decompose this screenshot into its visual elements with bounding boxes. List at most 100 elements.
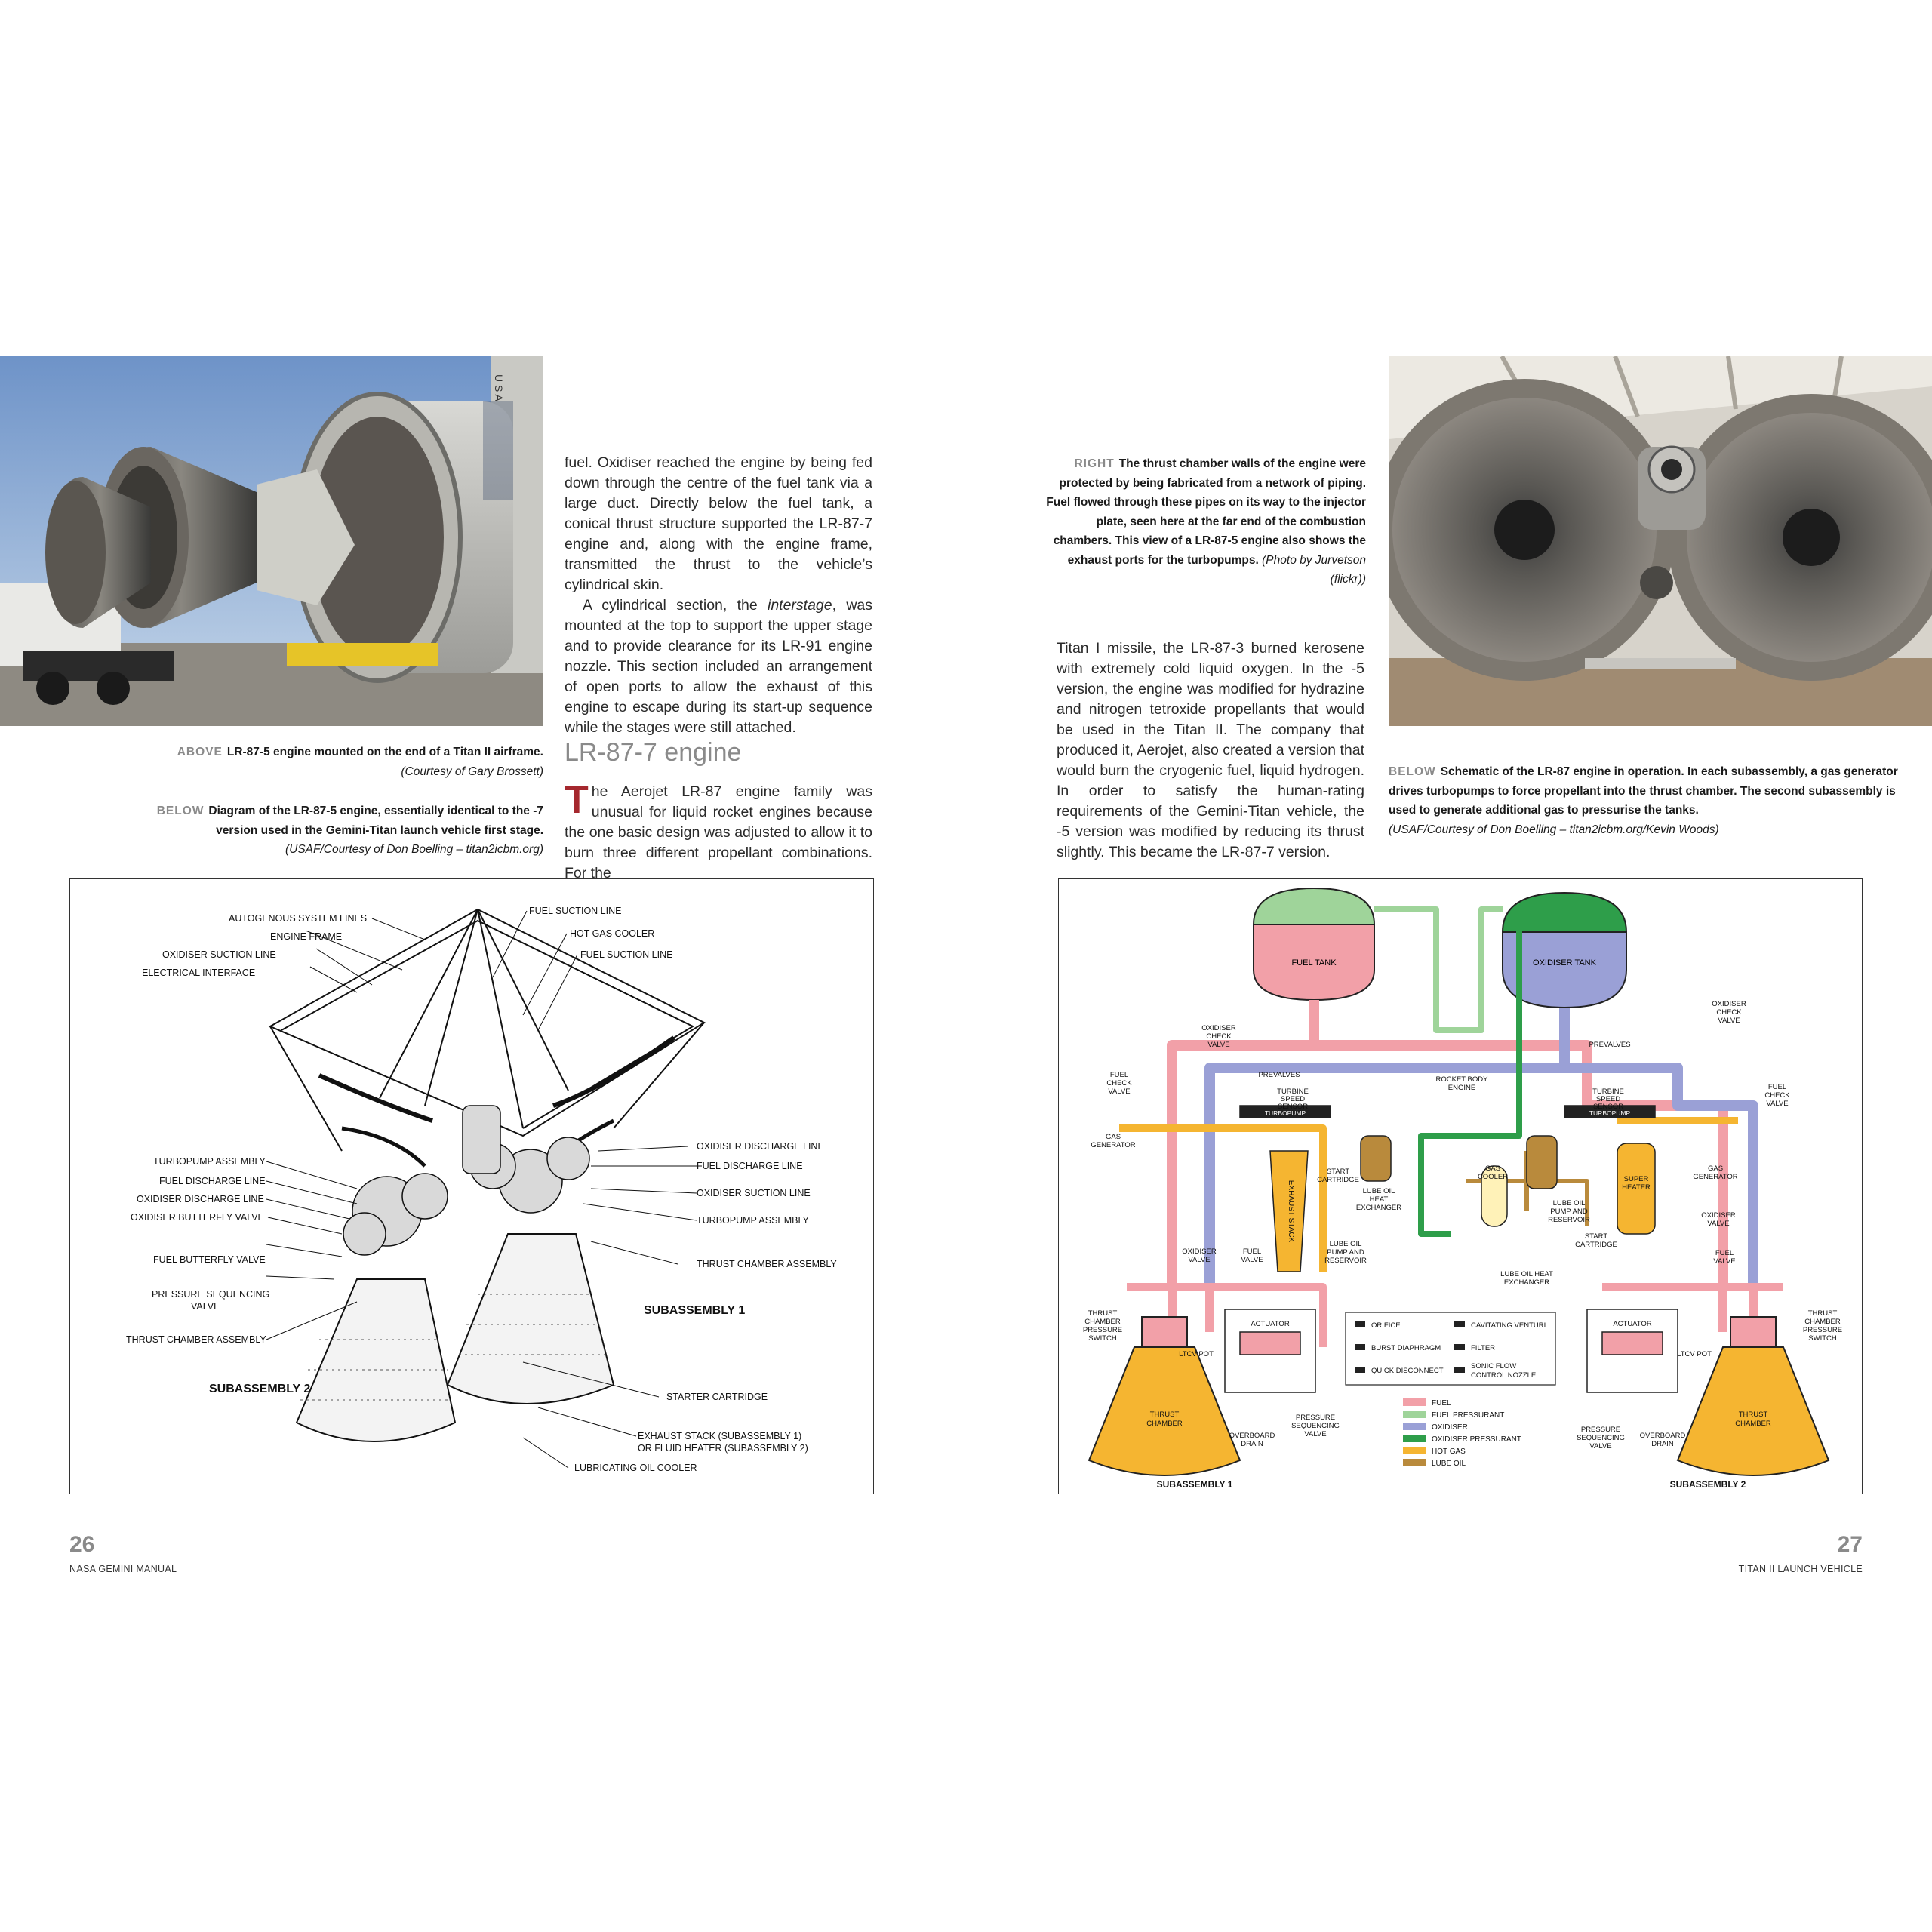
label-oxidiser-check-valve-left-3: VALVE	[1208, 1041, 1229, 1049]
label-tcps-right-3: PRESSURE	[1803, 1326, 1842, 1334]
label-oxidiser-check-valve-left-2: CHECK	[1206, 1032, 1232, 1041]
label-overboard-drain-left-1: OVERBOARD	[1229, 1432, 1275, 1440]
label-thrust-chamber-assembly-right: THRUST CHAMBER ASSEMBLY	[697, 1259, 837, 1269]
caption-credit: (USAF/Courtesy of Don Boelling – titan2i…	[1389, 823, 1719, 836]
label-rocket-body-2: ENGINE	[1448, 1084, 1475, 1092]
caption-credit: (Courtesy of Gary Brossett)	[401, 764, 543, 778]
drop-cap: T	[565, 778, 589, 822]
label-fuel-valve-left-1: FUEL	[1243, 1247, 1261, 1256]
label-turbine-speed-sensor-left-2: SPEED	[1281, 1095, 1305, 1103]
legend-swatch-lube-oil	[1403, 1459, 1426, 1466]
label-fuel-suction-line-top: FUEL SUCTION LINE	[529, 906, 621, 916]
label-oxidiser-check-valve-left-1: OXIDISER	[1201, 1024, 1236, 1032]
label-lube-oil-heat-exchanger-left-1: LUBE OIL	[1363, 1187, 1395, 1195]
label-fuel-valve-left-2: VALVE	[1241, 1256, 1263, 1264]
label-starter-cartridge: STARTER CARTRIDGE	[666, 1392, 768, 1402]
label-turbopump-right: TURBOPUMP	[1589, 1109, 1631, 1117]
label-thrust-chamber-right-2: CHAMBER	[1735, 1420, 1771, 1428]
engine-diagram: AUTOGENOUS SYSTEM LINES ENGINE FRAME OXI…	[126, 906, 837, 1473]
oxidiser-tank: OXIDISER TANK	[1501, 891, 1628, 1009]
caption-label: ABOVE	[177, 746, 223, 758]
label-tcps-left-4: SWITCH	[1088, 1334, 1117, 1343]
caption-credit: (USAF/Courtesy of Don Boelling – titan2i…	[285, 843, 543, 856]
symbol-sonic-flow: SONIC FLOW	[1471, 1362, 1516, 1371]
label-schematic-subassembly-2: SUBASSEMBLY 2	[1670, 1479, 1746, 1490]
engine-schematic: FUEL TANK OXIDISER TANK	[1083, 887, 1842, 1490]
label-lube-oil-pump-right-2: PUMP AND	[1550, 1208, 1588, 1216]
label-pressure-sequencing-valve-right-2: SEQUENCING	[1577, 1434, 1625, 1442]
caption-label: BELOW	[156, 804, 205, 817]
super-heater	[1617, 1143, 1656, 1235]
label-tcps-left-3: PRESSURE	[1083, 1326, 1122, 1334]
legend-oxidiser-pressurant: OXIDISER PRESSURANT	[1432, 1435, 1521, 1444]
legend-swatch-oxidiser-pressurant	[1403, 1435, 1426, 1442]
label-prevalves-left: PREVALVES	[1258, 1071, 1300, 1079]
label-thrust-chamber-assembly-left: THRUST CHAMBER ASSEMBLY	[126, 1334, 266, 1345]
label-electrical-interface: ELECTRICAL INTERFACE	[142, 968, 255, 978]
label-gas-cooler-1: GAS	[1485, 1164, 1500, 1173]
engine-photo-illustration: U S A	[0, 356, 543, 726]
label-oxidiser-discharge-line-left: OXIDISER DISCHARGE LINE	[137, 1194, 264, 1204]
label-oxidiser-valve-right-1: OXIDISER	[1701, 1211, 1736, 1220]
label-thrust-chamber-left-1: THRUST	[1150, 1411, 1180, 1419]
label-fuel-butterfly-valve: FUEL BUTTERFLY VALVE	[153, 1254, 266, 1265]
left-body-column: fuel. Oxidiser reached the engine by bei…	[565, 453, 872, 738]
label-oxidiser-valve-left-2: VALVE	[1188, 1256, 1210, 1264]
label-start-cartridge-left-1: START	[1327, 1168, 1349, 1176]
label-ltcv-pot-left: LTCV POT	[1179, 1350, 1214, 1358]
running-head-right: TITAN II LAUNCH VEHICLE	[1738, 1564, 1863, 1574]
running-head-left: NASA GEMINI MANUAL	[69, 1564, 177, 1574]
body-paragraph-2: A cylindrical section, the interstage, w…	[565, 597, 873, 736]
photo-stencil-text: U S A	[493, 374, 505, 401]
label-tcps-left-1: THRUST	[1088, 1309, 1118, 1318]
label-prevalves-right: PREVALVES	[1589, 1041, 1630, 1049]
engine-photo-right	[1389, 356, 1932, 726]
legend-fuel: FUEL	[1432, 1399, 1451, 1407]
label-overboard-drain-right-1: OVERBOARD	[1640, 1432, 1686, 1440]
label-fuel-check-valve-left-1: FUEL	[1110, 1071, 1128, 1079]
label-fuel-check-valve-left-3: VALVE	[1108, 1088, 1130, 1096]
label-super-heater-1: SUPER	[1624, 1175, 1649, 1183]
label-fuel-check-valve-right-3: VALVE	[1766, 1100, 1788, 1108]
label-oxidiser-valve-left-1: OXIDISER	[1182, 1247, 1217, 1256]
legend-lube-oil: LUBE OIL	[1432, 1460, 1466, 1468]
label-fuel-valve-right-2: VALVE	[1713, 1257, 1735, 1266]
label-overboard-drain-right-2: DRAIN	[1651, 1440, 1674, 1448]
label-actuator-right: ACTUATOR	[1613, 1320, 1652, 1328]
label-exhaust-stack: EXHAUST STACK	[1287, 1180, 1295, 1243]
page-number-left: 26	[69, 1532, 95, 1557]
thrust-chamber-left	[1088, 1346, 1241, 1477]
label-fuel-discharge-line-left: FUEL DISCHARGE LINE	[159, 1176, 266, 1186]
label-lube-oil-pump-right-3: RESERVOIR	[1548, 1216, 1590, 1224]
legend-swatch-hot-gas	[1403, 1447, 1426, 1454]
legend-oxidiser: OXIDISER	[1432, 1423, 1468, 1432]
label-thrust-chamber-left-2: CHAMBER	[1146, 1420, 1183, 1428]
label-oxidiser-check-valve-right-2: CHECK	[1716, 1008, 1742, 1017]
label-oxidiser-suction-line: OXIDISER SUCTION LINE	[162, 949, 276, 960]
label-gas-generator-right-1: GAS	[1708, 1164, 1723, 1173]
symbol-orifice: ORIFICE	[1371, 1321, 1401, 1330]
label-oxidiser-valve-right-2: VALVE	[1707, 1220, 1729, 1228]
label-fuel-check-valve-left-2: CHECK	[1106, 1079, 1132, 1088]
label-fuel-suction-line: FUEL SUCTION LINE	[580, 949, 672, 960]
label-lubricating-oil-cooler: LUBRICATING OIL COOLER	[574, 1463, 697, 1473]
label-oxidiser-check-valve-right-3: VALVE	[1718, 1017, 1740, 1025]
label-turbine-speed-sensor-right-2: SPEED	[1596, 1095, 1620, 1103]
symbol-quick-disconnect: QUICK DISCONNECT	[1371, 1367, 1444, 1375]
label-ltcv-pot-right: LTCV POT	[1677, 1350, 1712, 1358]
label-turbine-speed-sensor-right-3: SENSOR	[1593, 1103, 1623, 1111]
label-tcps-right-1: THRUST	[1808, 1309, 1838, 1318]
label-tcps-left-2: CHAMBER	[1084, 1318, 1121, 1326]
legend-swatch-fuel	[1403, 1398, 1426, 1406]
label-fluid-heater: OR FLUID HEATER (SUBASSEMBLY 2)	[638, 1443, 808, 1454]
label-gas-generator-right-2: GENERATOR	[1693, 1173, 1737, 1181]
turbopump-left	[1239, 1105, 1331, 1118]
legend-swatch-oxidiser	[1403, 1423, 1426, 1430]
engine-photo-left: U S A	[0, 356, 543, 726]
caption-label: BELOW	[1389, 765, 1436, 778]
caption-credit: (Photo by Jurvetson (flickr))	[1262, 553, 1366, 586]
label-engine-frame: ENGINE FRAME	[270, 931, 342, 942]
